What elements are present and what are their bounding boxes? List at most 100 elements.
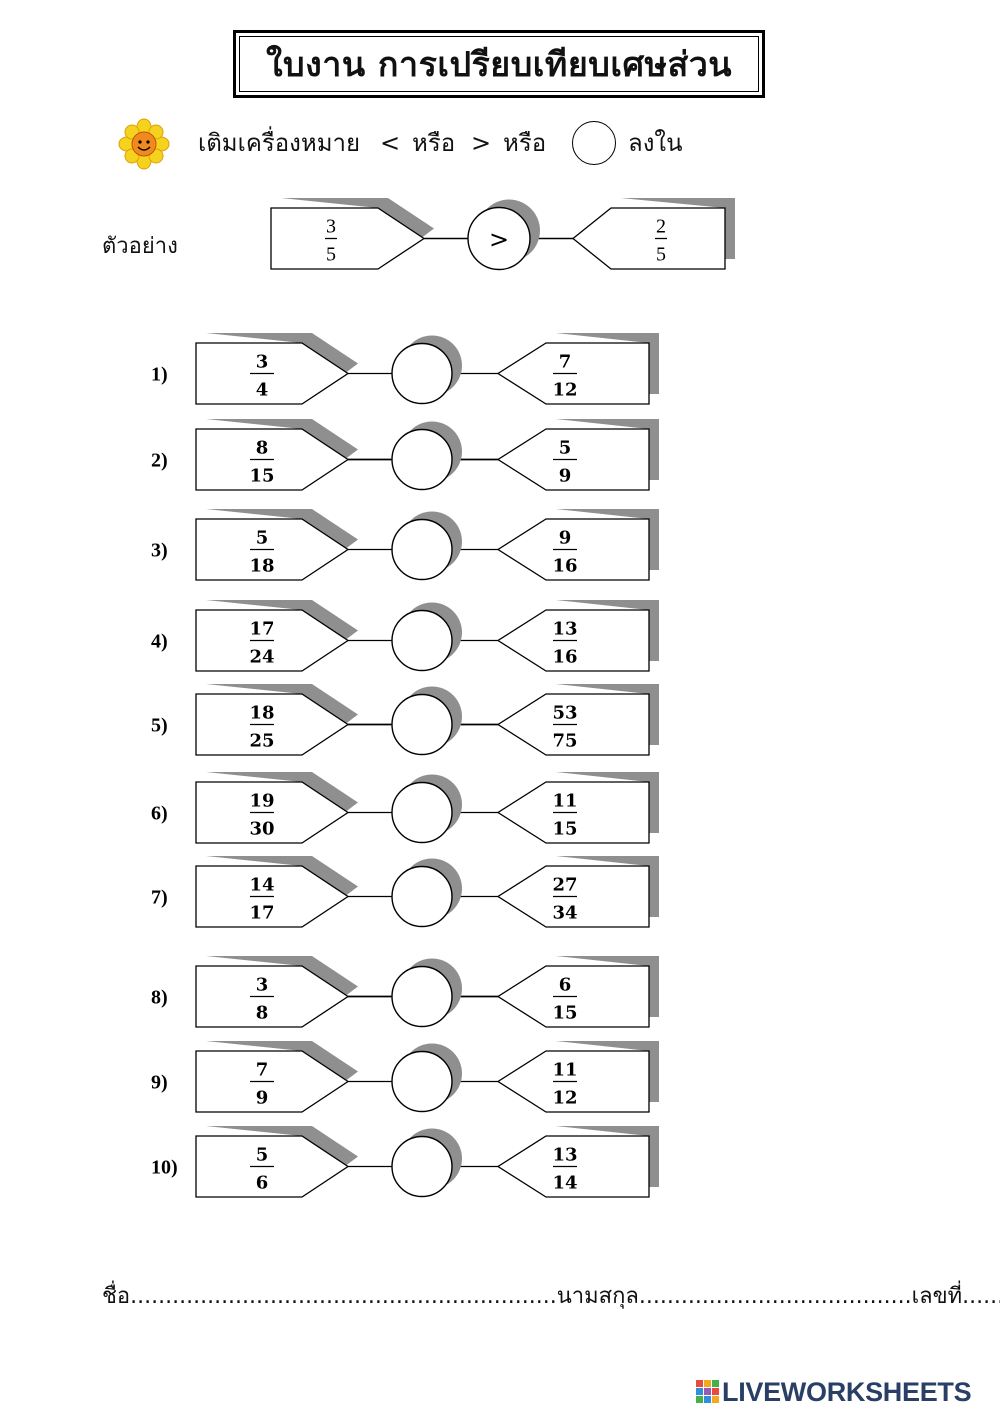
fraction-denominator: 25 [249,731,274,752]
answer-circle[interactable] [391,518,453,581]
fraction-denominator: 5 [326,244,336,266]
fraction-numerator: 3 [256,975,269,996]
left-box-shadow [206,772,358,815]
fraction-numerator: 2 [656,216,666,238]
left-box-shadow [281,198,434,241]
problem-number: 9) [151,1072,168,1094]
fraction-denominator: 4 [256,380,269,401]
name-field[interactable]: ........................................… [130,1284,557,1309]
instruction-circle [572,121,616,165]
right-fraction-box [571,207,726,270]
fraction-denominator: 12 [552,1088,577,1109]
fraction-denominator: 5 [656,244,666,266]
instruction-or-1: หรือ [412,129,456,157]
fraction-numerator: 5 [559,438,572,459]
right-box-shadow [556,419,659,480]
problem-number: 7) [151,887,168,909]
problem-number: 10) [151,1157,178,1179]
problem-number: 4) [151,631,168,653]
answer-circle[interactable] [391,965,453,1028]
problem-rows: 1)347122)815593)5189164)172413165)182553… [151,333,659,1198]
left-box-shadow [206,956,358,999]
fraction-numerator: 6 [559,975,572,996]
right-box-shadow [556,856,659,917]
fraction-numerator: 13 [552,619,577,640]
fraction-numerator: 8 [256,438,269,459]
footer: ชื่อ....................................… [102,1278,1000,1313]
right-box-shadow [621,198,735,259]
greater-than-symbol: > [471,129,492,157]
fraction-numerator: 7 [256,1060,269,1081]
problem-number: 6) [151,803,168,825]
fraction-denominator: 14 [552,1173,577,1194]
fraction-numerator: 14 [249,875,274,896]
left-box-shadow [206,1126,358,1169]
name-label: ชื่อ [102,1284,131,1309]
number-label: เลขที่ [911,1284,963,1309]
title-box: ใบงาน การเปรียบเทียบเศษส่วน [233,30,765,98]
surname-field[interactable]: ....................................... [638,1284,912,1309]
fraction-numerator: 3 [256,352,269,373]
left-box-shadow [206,600,358,643]
problem-row: 3) 5 18 9 16 [151,509,659,581]
right-box-shadow [556,772,659,833]
right-box-shadow [556,600,659,661]
left-box-shadow [206,419,358,462]
fraction-numerator: 9 [559,528,572,549]
fraction-numerator: 5 [256,528,269,549]
liveworksheets-logo-icon [696,1380,719,1403]
fraction-numerator: 7 [559,352,572,373]
fraction-numerator: 13 [552,1145,577,1166]
fraction-numerator: 27 [552,875,577,896]
problem-number: 8) [151,987,168,1009]
problem-number: 1) [151,364,168,386]
example-label: ตัวอย่าง [102,234,178,259]
right-box-shadow [556,1126,659,1187]
fraction-denominator: 16 [552,647,577,668]
instruction-prefix: เติมเครื่องหมาย [198,129,361,157]
fraction-numerator: 17 [249,619,274,640]
fraction-denominator: 18 [249,556,274,577]
surname-label: นามสกุล [556,1284,639,1309]
fraction-denominator: 9 [256,1088,269,1109]
answer-circle[interactable] [391,609,453,672]
left-box-shadow [206,509,358,552]
fraction-numerator: 11 [552,1060,577,1081]
answer-circle[interactable] [391,781,453,844]
answer-circle[interactable] [391,865,453,928]
number-field[interactable]: ............ [962,1284,1000,1309]
problem-row: 9) 7 9 11 12 [151,1041,659,1113]
problem-number: 3) [151,540,168,562]
example-answer-symbol: > [489,226,509,254]
fraction-denominator: 16 [552,556,577,577]
fraction-numerator: 11 [552,791,577,812]
fraction-denominator: 34 [552,903,577,924]
fraction-denominator: 9 [559,466,572,487]
right-box-shadow [556,509,659,570]
answer-circle[interactable] [391,1135,453,1198]
answer-circle[interactable] [391,428,453,491]
answer-circle[interactable] [391,1050,453,1113]
brand: LIVEWORKSHEETS [696,1376,972,1408]
instruction-or-2: หรือ [503,129,547,157]
answer-circle[interactable] [391,693,453,756]
fraction-numerator: 5 [256,1145,269,1166]
fraction-numerator: 19 [249,791,274,812]
fraction-numerator: 53 [552,703,577,724]
left-box-shadow [206,856,358,899]
left-box-shadow [206,333,358,376]
answer-circle[interactable] [391,342,453,405]
problem-number: 2) [151,450,168,472]
right-box-shadow [556,333,659,394]
problem-number: 5) [151,715,168,737]
right-box-shadow [556,1041,659,1102]
instruction-suffix: ลงใน [628,129,683,157]
